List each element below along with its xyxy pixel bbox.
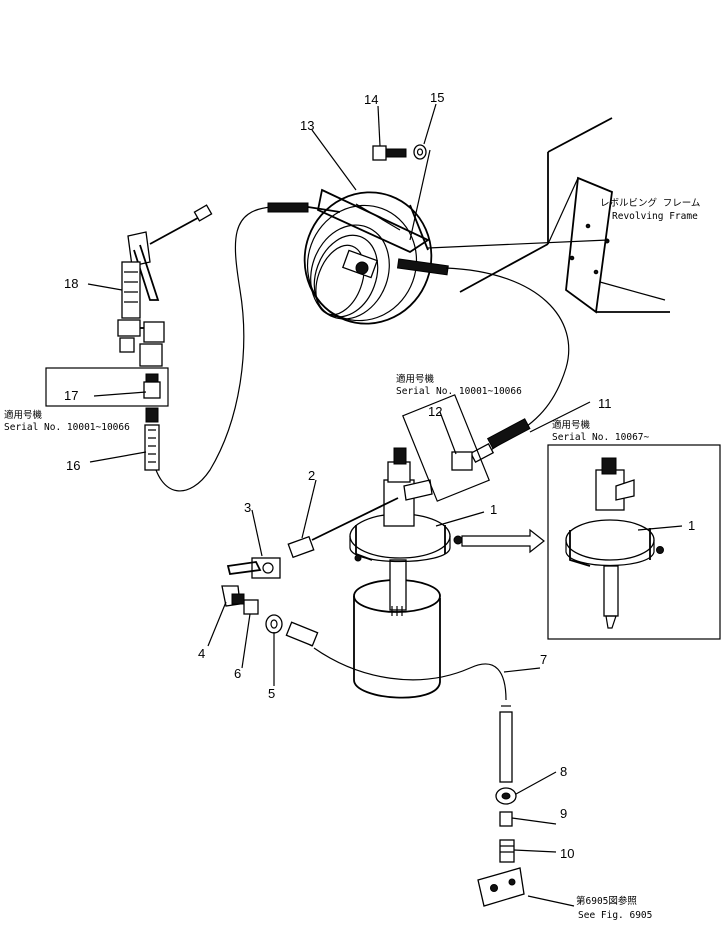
callout-10: 10 bbox=[560, 846, 574, 861]
inset-panel bbox=[547, 444, 721, 640]
callout-4: 4 bbox=[198, 646, 205, 661]
nut-5 bbox=[265, 614, 283, 634]
revolving-frame-jp: レボルビング フレーム bbox=[600, 197, 700, 209]
serial-label-c: Serial No. 10067~ bbox=[552, 432, 650, 443]
serial-label-b: Serial No. 10001~10066 bbox=[4, 422, 130, 433]
bolt bbox=[372, 145, 407, 161]
serial-label-a: Serial No. 10001~10066 bbox=[396, 386, 522, 397]
callout-11: 11 bbox=[598, 396, 612, 411]
hose-11 bbox=[445, 267, 570, 463]
mounting-block bbox=[477, 867, 525, 907]
callout-15: 15 bbox=[430, 90, 444, 105]
callout-16: 16 bbox=[66, 458, 80, 473]
applicable-jp-b: 適用号機 bbox=[4, 409, 43, 421]
callout-18: 18 bbox=[64, 276, 78, 291]
hose-reel bbox=[303, 149, 609, 325]
callout-2: 2 bbox=[308, 468, 315, 483]
callout-14: 14 bbox=[364, 92, 378, 107]
callout-5: 5 bbox=[268, 686, 275, 701]
washer bbox=[413, 144, 427, 160]
grease-gun bbox=[117, 204, 213, 367]
callout-9: 9 bbox=[560, 806, 567, 821]
applicable-jp-a: 適用号機 bbox=[396, 373, 435, 385]
hose-16 bbox=[144, 202, 341, 492]
nut-8 bbox=[495, 787, 517, 805]
callout-1: 1 bbox=[490, 502, 497, 517]
nipple-12 bbox=[402, 394, 490, 502]
callout-13: 13 bbox=[300, 118, 314, 133]
revolving-frame-en: Revolving Frame bbox=[612, 211, 698, 222]
hose-7 bbox=[285, 621, 513, 783]
callout-12: 12 bbox=[428, 404, 442, 419]
adapter-2 bbox=[287, 497, 399, 559]
callout-7: 7 bbox=[540, 652, 547, 667]
callout-6: 6 bbox=[234, 666, 241, 681]
callout-8: 8 bbox=[560, 764, 567, 779]
fitting-9 bbox=[499, 811, 513, 827]
fitting-6 bbox=[243, 599, 259, 615]
text-labels: レボルビング フレーム Revolving Frame 適用号機 Serial … bbox=[4, 197, 700, 921]
callout-3: 3 bbox=[244, 500, 251, 515]
callout-numbers: 14 15 13 18 17 16 12 11 2 3 1 1 4 6 5 7 … bbox=[64, 90, 695, 861]
leader-lines bbox=[87, 103, 683, 907]
applicable-jp-c: 適用号機 bbox=[552, 419, 591, 431]
callout-17: 17 bbox=[64, 388, 78, 403]
connector-10 bbox=[499, 839, 515, 863]
serial-box-17 bbox=[45, 367, 169, 407]
arrow-to-inset bbox=[461, 528, 545, 554]
revolving-frame bbox=[459, 117, 670, 314]
pump-assembly bbox=[349, 447, 463, 699]
elbow-4 bbox=[221, 585, 245, 607]
callout-1-inset: 1 bbox=[688, 518, 695, 533]
valve-3 bbox=[226, 557, 281, 579]
see-fig-en: See Fig. 6905 bbox=[578, 910, 652, 921]
see-fig-jp: 第6905図参照 bbox=[576, 895, 637, 907]
